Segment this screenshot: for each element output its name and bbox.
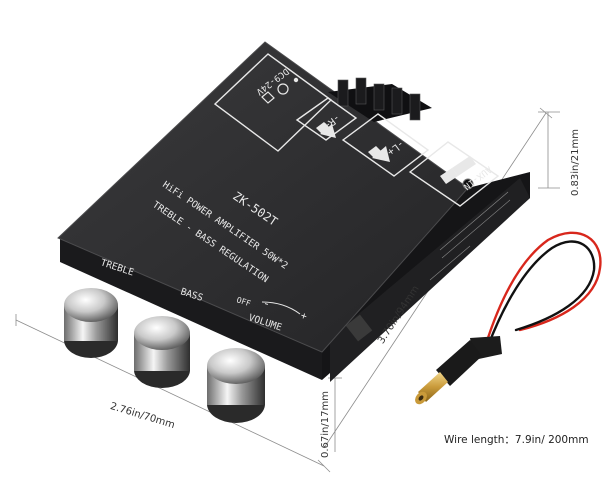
wire-length-caption: Wire length：7.9in/ 200mm (444, 434, 589, 446)
dc-power-cable (484, 231, 602, 348)
board-front-edge (60, 236, 322, 380)
treble-knob[interactable] (64, 288, 118, 358)
left-speaker-icon (368, 146, 390, 162)
volume-plus-label: + (299, 310, 308, 322)
amplifier-board: DC9-24V -R+ -L+ AUX-IN ZK-502T HiFi POWE… (57, 41, 530, 382)
red-wire (484, 231, 602, 346)
board-top-face (58, 42, 468, 352)
volume-minus-label: - (261, 296, 272, 312)
volume-arc (261, 301, 301, 315)
bass-knob[interactable] (134, 316, 190, 388)
left-channel-box (341, 113, 430, 177)
aux-input-box (408, 141, 500, 207)
speaker-terminal-block (328, 77, 432, 122)
aux-jack-icon (440, 156, 476, 190)
volume-knob[interactable] (207, 348, 265, 423)
dc-barrel-plug (415, 336, 502, 405)
mounting-hole (462, 178, 474, 190)
right-speaker-icon (316, 122, 336, 138)
thickness-dimension-label: 0.67in/17mm (320, 391, 331, 458)
black-wire (486, 240, 596, 348)
right-channel-box (295, 97, 358, 141)
power-polarity-icon (261, 77, 299, 104)
height-dimension-label: 0.83in/21mm (570, 129, 581, 196)
volume-off-label: OFF (235, 295, 252, 308)
bluetooth-chip (345, 314, 373, 342)
